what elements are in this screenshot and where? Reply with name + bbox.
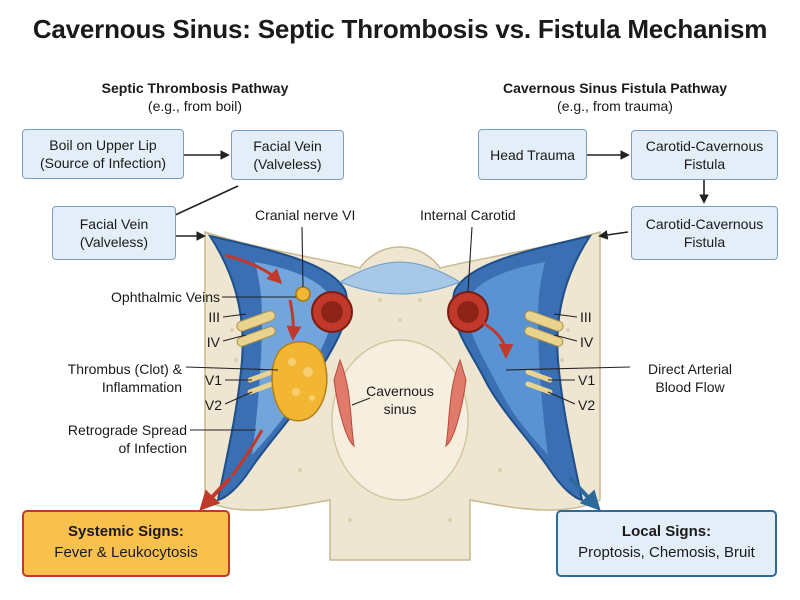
label-cranial-nerve-vi: Cranial nerve VI [255,207,356,223]
left-box-boil-upper-lip: Boil on Upper Lip (Source of Infection) [22,129,184,179]
left-nerve-iii [236,310,276,332]
left-box-facial-vein-bottom: Facial Vein (Valveless) [52,206,176,260]
left-pathway-heading: Septic Thrombosis Pathway (e.g., from bo… [60,79,330,115]
right-box-fistula-top: Carotid-Cavernous Fistula [631,130,778,180]
label-left-v1: V1 [204,372,222,388]
thrombus-clot [271,341,328,422]
left-nerve-iv [236,326,276,347]
right-box-head-trauma: Head Trauma [478,129,587,180]
local-signs-text: Proptosis, Chemosis, Bruit [578,544,755,561]
pituitary-region [331,339,469,501]
right-box-fistula-bottom: Carotid-Cavernous Fistula [631,206,778,260]
right-subheading-text: (e.g., from trauma) [557,98,673,114]
label-right-iii: III [580,309,592,325]
left-retrograde-arrow-mid [286,299,302,341]
fistula-flow-arrow [477,318,514,359]
right-nerve-v1 [525,369,553,383]
left-heading-text: Septic Thrombosis Pathway [101,80,289,96]
right-pathway-heading: Cavernous Sinus Fistula Pathway (e.g., f… [470,79,760,115]
right-nerve-iii [524,310,564,332]
right-box1-line1: Head Trauma [490,146,575,163]
right-nerve-v2 [525,381,553,395]
label-cavernous-sinus: Cavernous sinus [360,382,440,418]
right-box3-line1: Carotid-Cavernous [645,216,764,232]
label-ophthalmic-veins: Ophthalmic Veins [111,289,220,305]
label-thrombus: Thrombus (Clot) & Inflammation [30,360,182,396]
right-exit-arrow [568,476,601,511]
right-vessel-wall [445,358,467,448]
label-right-v1: V1 [578,372,596,388]
systemic-signs-text: Fever & Leukocytosis [54,544,198,561]
left-vessel-wall [333,358,355,448]
left-box1-line1: Boil on Upper Lip [49,137,157,153]
label-retrograde-spread: Retrograde Spread of Infection [30,421,187,457]
left-exit-arrow [199,476,232,511]
left-leader-lines [185,226,304,431]
left-box3-line2: (Valveless) [79,234,149,250]
left-box3-line1: Facial Vein [79,216,149,232]
label-right-v2: V2 [578,397,596,413]
right-leader-lines [351,226,631,406]
systemic-signs-box: Systemic Signs: Fever & Leukocytosis [22,510,230,577]
label-retrograde-line1: Retrograde Spread [67,422,187,438]
label-retrograde-line2: of Infection [118,440,188,456]
right-nerve-iv [524,326,564,347]
label-internal-carotid: Internal Carotid [420,207,516,223]
diagram-title: Cavernous Sinus: Septic Thrombosis vs. F… [32,14,768,44]
label-left-iv: IV [206,334,220,350]
left-nerve-v1 [247,369,275,383]
left-retrograde-arrow-bottom [230,429,264,477]
thrombus-texture [288,358,315,401]
right-box2-line1: Carotid-Cavernous [645,138,764,154]
label-right-iv: IV [580,334,594,350]
label-left-iii: III [208,309,220,325]
local-signs-box: Local Signs: Proptosis, Chemosis, Bruit [556,510,777,577]
label-direct-arterial-flow: Direct Arterial Blood Flow [630,360,750,396]
right-box3-line2: Fistula [683,234,726,250]
left-box2-line1: Facial Vein [253,138,322,154]
intercavernous-connection [338,261,462,295]
label-direct-flow-line1: Direct Arterial [647,361,733,377]
left-box1-line2: (Source of Infection) [39,155,167,171]
label-direct-flow-line2: Blood Flow [655,379,725,395]
left-box-facial-vein-top: Facial Vein (Valveless) [231,130,344,180]
cranial-nerve-vi-marker [295,286,311,302]
arrow-fistula-to-sinus [598,230,629,240]
left-subheading-text: (e.g., from boil) [147,98,243,114]
left-nerve-v2 [247,381,275,395]
local-signs-heading: Local Signs: [621,523,712,540]
label-cavernous-line2: sinus [383,401,417,417]
left-retrograde-arrow-top [224,253,283,285]
systemic-signs-heading: Systemic Signs: [68,523,184,540]
label-cavernous-line1: Cavernous [366,383,434,399]
right-box2-line2: Fistula [683,156,726,172]
label-left-v2: V2 [204,397,222,413]
left-box2-line2: (Valveless) [253,156,322,172]
label-thrombus-line2: Inflammation [101,379,182,395]
label-thrombus-line1: Thrombus (Clot) & [67,361,182,377]
right-heading-text: Cavernous Sinus Fistula Pathway [502,80,728,96]
